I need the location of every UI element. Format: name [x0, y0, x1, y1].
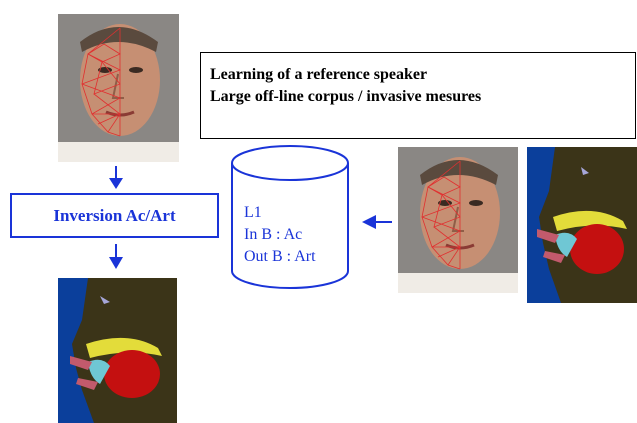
database-name: L1	[244, 204, 262, 221]
inversion-box: Inversion Ac/Art	[10, 193, 219, 238]
reference-line-2: Large off-line corpus / invasive mesures	[210, 88, 482, 105]
down-arrow-1	[106, 166, 126, 190]
down-arrow-2	[106, 244, 126, 270]
database-input: In B : Ac	[244, 226, 303, 243]
left-arrow	[362, 212, 392, 232]
speaker-face-photo-right	[398, 147, 518, 293]
database-output: Out B : Art	[244, 248, 316, 265]
database-cylinder: L1 In B : Ac Out B : Art	[231, 145, 349, 289]
vocal-tract-model-bottom	[58, 278, 177, 423]
inversion-label: Inversion Ac/Art	[53, 205, 176, 225]
reference-speaker-box: Learning of a reference speaker Large of…	[200, 52, 636, 139]
reference-line-1: Learning of a reference speaker	[210, 66, 428, 83]
vocal-tract-model-right	[527, 147, 637, 303]
speaker-face-photo-top	[58, 14, 179, 162]
